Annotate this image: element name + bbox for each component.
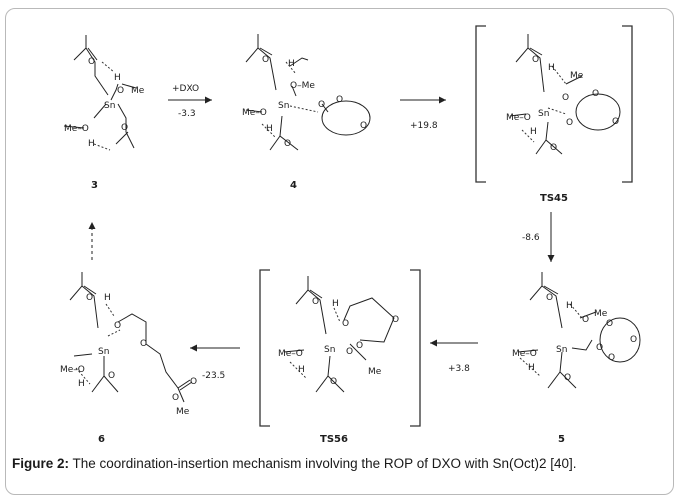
atom-meo: Me–O	[278, 349, 303, 359]
atom-h: H	[78, 379, 85, 389]
condition-energy-ts56-6: -23.5	[202, 371, 225, 381]
atom-h: H	[88, 139, 95, 149]
structure-ts45: O H Me Sn Me–O H O O O O O	[506, 34, 621, 155]
structure-ts56: O H O O Sn Me–O H O O Me O	[278, 276, 399, 393]
bracket-left	[259, 269, 270, 427]
atom-o: O	[596, 343, 603, 353]
atom-o: O	[336, 95, 343, 105]
condition-energy-3-4: -3.3	[178, 109, 196, 119]
structure-3: O H O Me Sn Me–O H O	[63, 35, 145, 151]
atom-h: H	[298, 365, 305, 375]
atom-o: O	[360, 121, 367, 131]
atom-h: H	[288, 59, 295, 69]
atom-o: O	[592, 89, 599, 99]
atom-me: Me	[570, 71, 584, 81]
atom-h: H	[566, 301, 573, 311]
bracket-right	[410, 269, 421, 427]
atom-meo: Me–O	[64, 124, 89, 134]
condition-dxo: +DXO	[172, 84, 199, 94]
atom-h: H	[104, 293, 111, 303]
arrow-ts45-to-5	[547, 212, 555, 262]
atom-o: O	[140, 339, 147, 349]
bracket-right	[622, 25, 633, 183]
compound-label-3: 3	[91, 180, 98, 191]
atom-sn: Sn	[98, 347, 109, 357]
atom-o: O	[550, 143, 557, 153]
atom-o: O	[392, 315, 399, 325]
compound-label-5: 5	[558, 434, 565, 445]
atom-o: O	[330, 377, 337, 387]
atom-h: H	[548, 63, 555, 73]
atom-h: H	[114, 73, 121, 83]
arrow-ts56-to-6	[190, 344, 240, 352]
atom-meo: Me–O	[242, 108, 267, 118]
bracket-left	[475, 25, 486, 183]
caption-text: The coordination-insertion mechanism inv…	[69, 456, 577, 471]
atom-sn: Sn	[556, 345, 567, 355]
compound-label-ts45: TS45	[540, 193, 568, 204]
structure-6: O H O O Sn Me–O H O O O Me	[60, 272, 197, 417]
compound-label-4: 4	[290, 180, 297, 191]
atom-meo: Me–O	[512, 349, 537, 359]
atom-meo: Me–O	[60, 365, 85, 375]
atom-o: O	[284, 139, 291, 149]
atom-meo: Me–O	[506, 113, 531, 123]
atom-h: H	[530, 127, 537, 137]
atom-o: O	[114, 321, 121, 331]
structure-5: O H O Me Sn Me–O H O O O O O	[512, 272, 641, 389]
atom-o: O	[532, 55, 539, 65]
atom-o: O	[342, 319, 349, 329]
arrow-3-to-4	[168, 96, 212, 104]
atom-o: O	[356, 341, 363, 351]
atom-o: O	[630, 335, 637, 345]
atom-me: Me	[176, 407, 190, 417]
arrow-5-to-ts56	[430, 339, 478, 347]
atom-o: O	[88, 57, 95, 67]
atom-me: Me	[368, 367, 382, 377]
compound-label-6: 6	[98, 434, 105, 445]
condition-energy-4-ts45: +19.8	[410, 121, 438, 131]
atom-h: H	[332, 299, 339, 309]
atom-o: O	[318, 100, 325, 110]
condition-energy-5-ts56: +3.8	[448, 364, 470, 374]
atom-o: O	[562, 93, 569, 103]
atom-o: O	[108, 371, 115, 381]
atom-sn: Sn	[278, 101, 289, 111]
atom-o: O	[190, 377, 197, 387]
atom-o: O	[546, 293, 553, 303]
structure-4: O H O–Me Sn Me–O H O O O O	[242, 34, 371, 151]
atom-o: O	[262, 55, 269, 65]
condition-energy-ts45-5: -8.6	[522, 233, 540, 243]
atom-o: O	[566, 118, 573, 128]
atom-o: O	[172, 393, 179, 403]
atom-sn: Sn	[324, 345, 335, 355]
atom-h: H	[266, 124, 273, 134]
atom-o: O	[86, 293, 93, 303]
atom-o: O	[117, 86, 124, 96]
atom-sn: Sn	[104, 101, 115, 111]
atom-me: Me	[131, 86, 145, 96]
atom-o: O	[582, 315, 589, 325]
atom-ome: O–Me	[290, 81, 315, 91]
atom-o: O	[612, 117, 619, 127]
atom-me: Me	[594, 309, 608, 319]
atom-o: O	[312, 297, 319, 307]
atom-h: H	[528, 363, 535, 373]
atom-o: O	[346, 347, 353, 357]
atom-sn: Sn	[538, 109, 549, 119]
arrow-6-to-3-dashed	[88, 222, 96, 260]
arrow-4-to-ts45	[400, 96, 446, 104]
caption-label: Figure 2:	[12, 456, 70, 471]
compound-label-ts56: TS56	[320, 434, 348, 445]
atom-o: O	[608, 353, 615, 363]
figure-caption: Figure 2: The coordination-insertion mec…	[12, 455, 662, 472]
atom-o: O	[606, 319, 613, 329]
atom-o: O	[121, 123, 128, 133]
atom-o: O	[564, 373, 571, 383]
